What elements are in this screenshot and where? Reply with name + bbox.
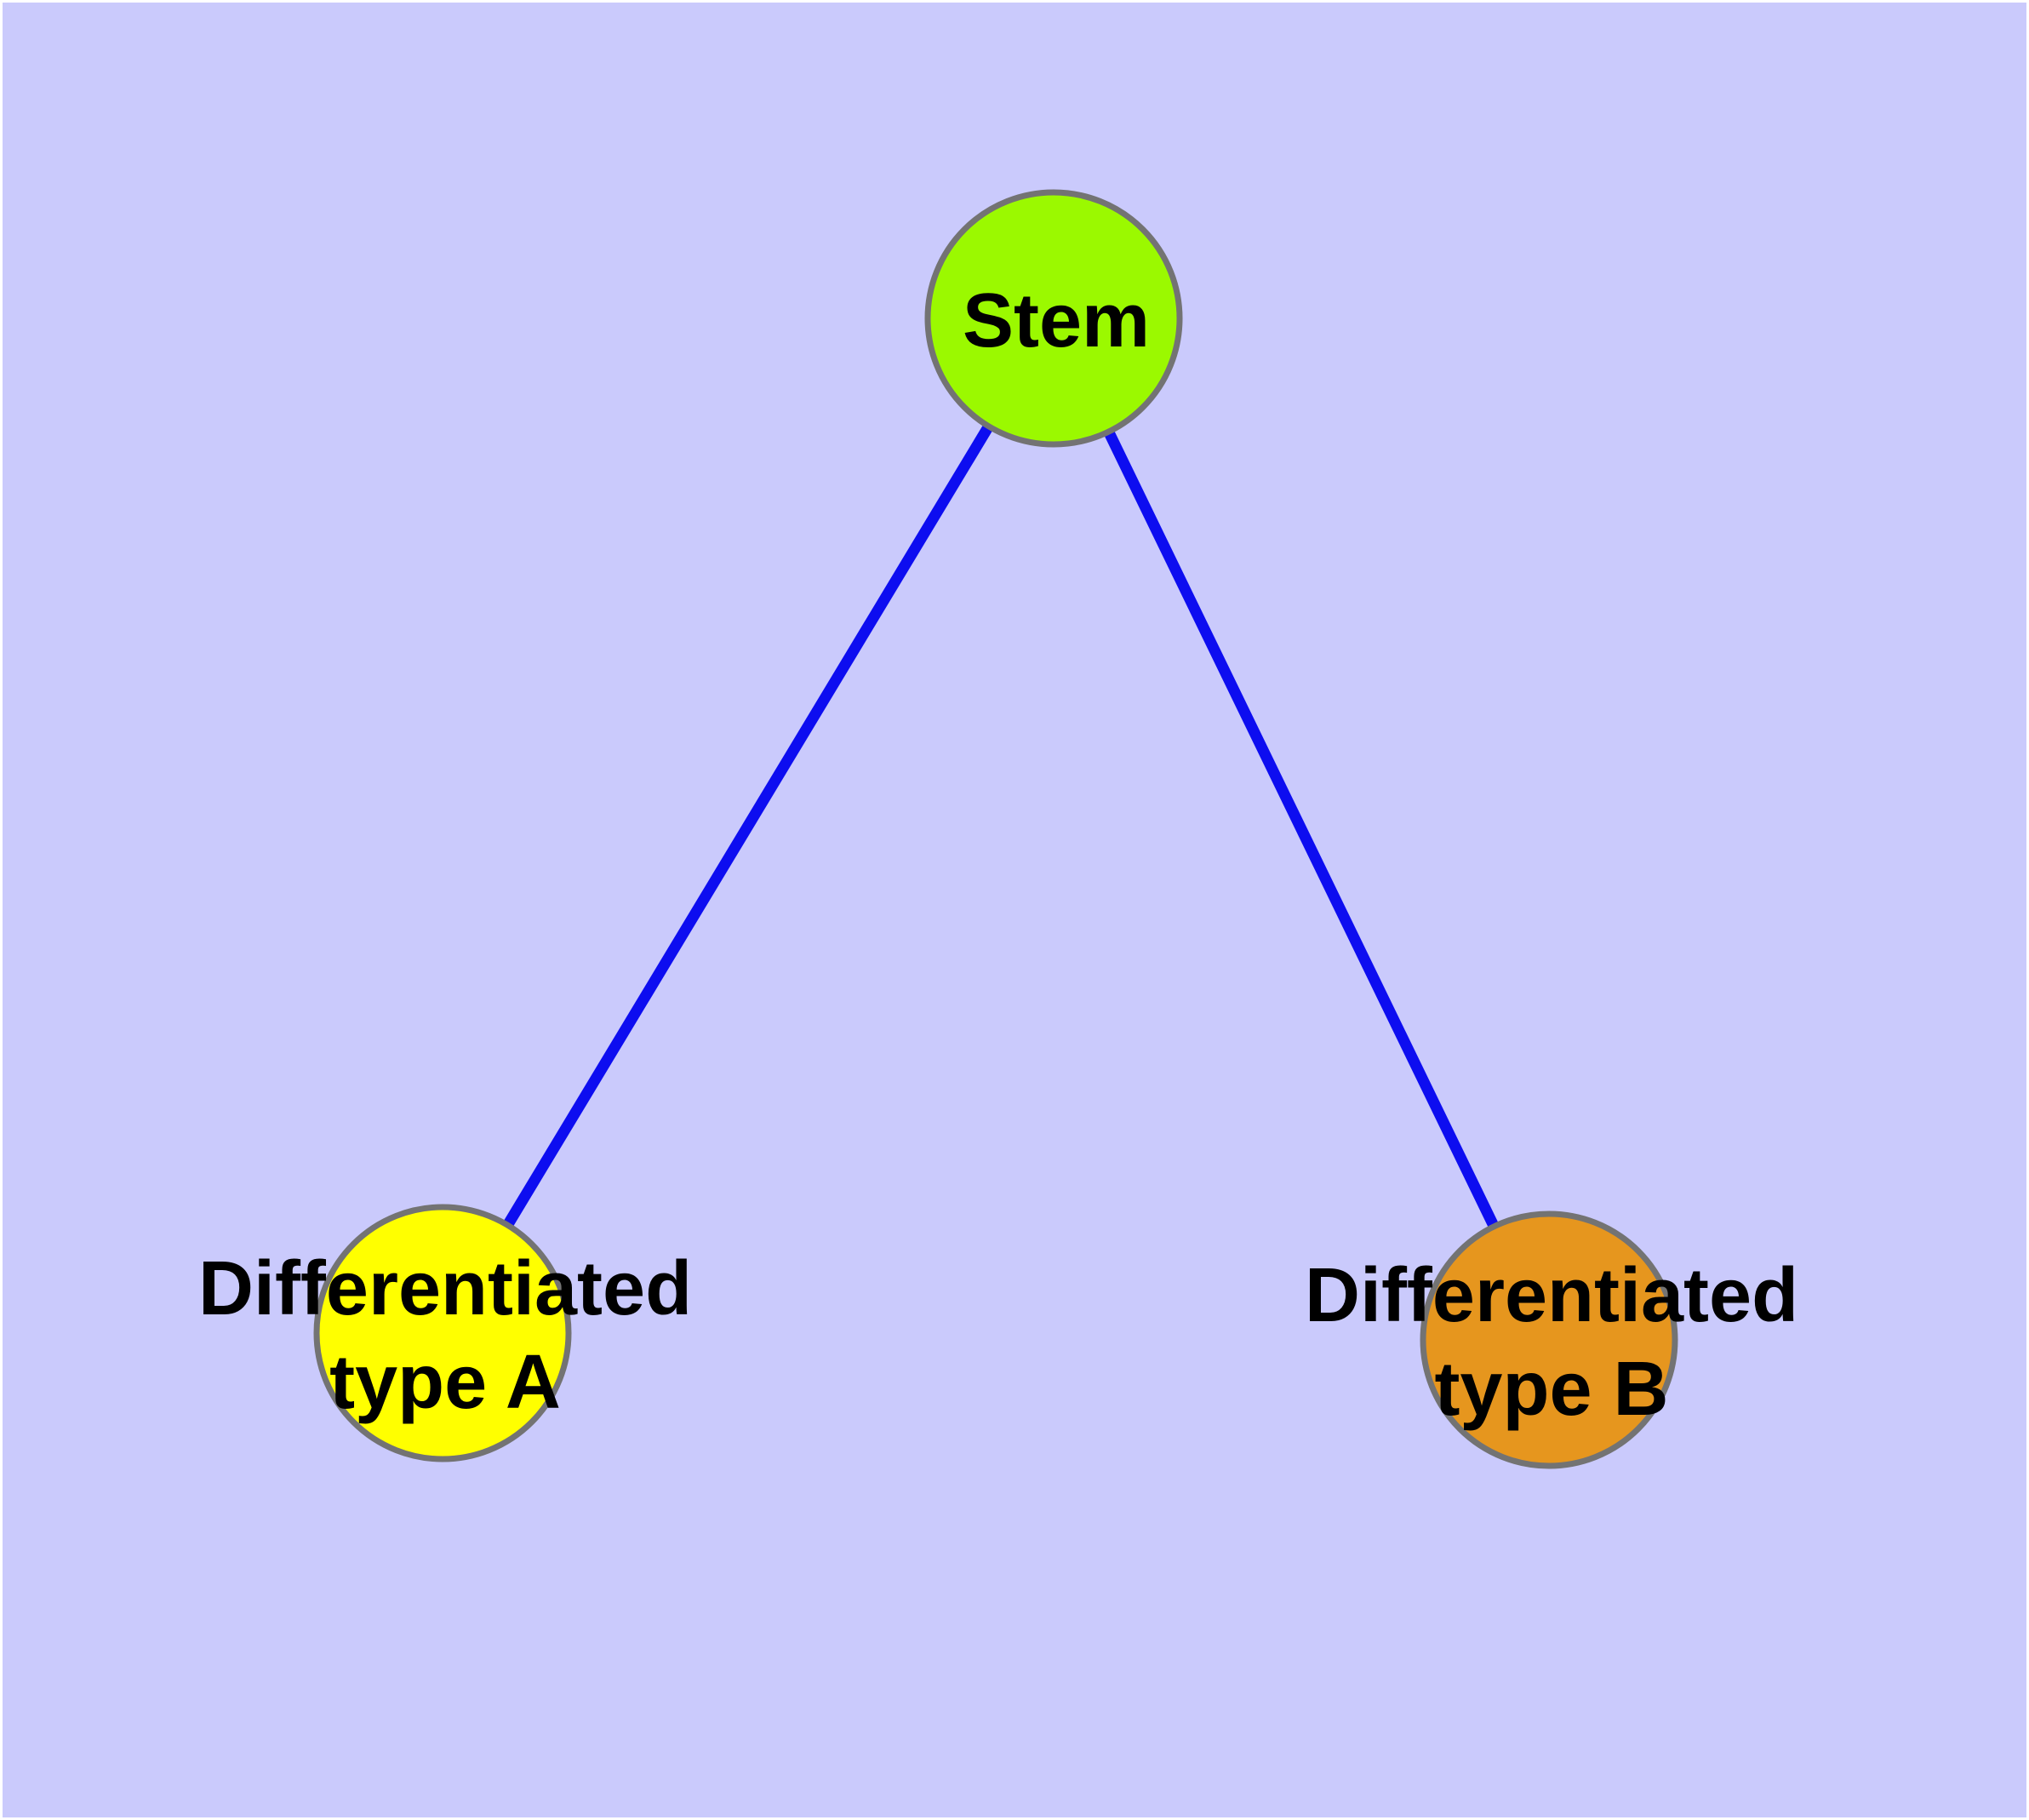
node-differentiated-type-a (313, 1204, 572, 1462)
node-stem (924, 189, 1183, 448)
graph-svg (313, 189, 1678, 1469)
edge-stem-to-type-b (1049, 316, 1554, 1342)
node-differentiated-type-b (1420, 1210, 1678, 1469)
graph-canvas: Stem Differentiated type A Differentiate… (3, 3, 2026, 1817)
edge-stem-to-type-a (437, 315, 1059, 1336)
